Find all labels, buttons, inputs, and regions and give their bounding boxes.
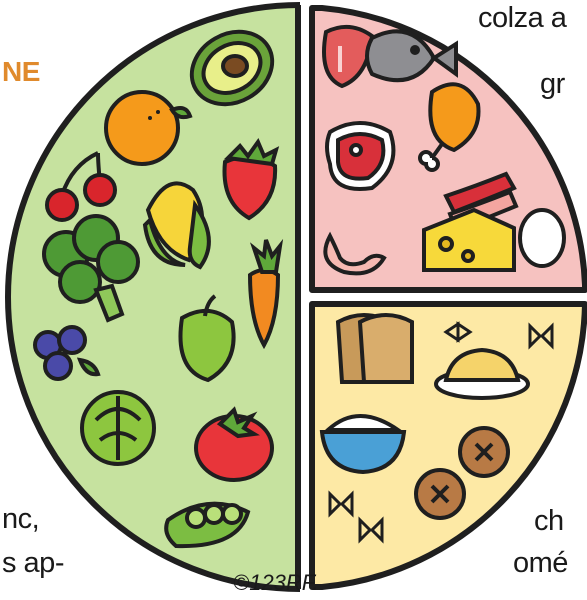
egg-icon [520,210,564,266]
text-fragment-bottom-right-1: ch [534,505,564,538]
rice-bowl-icon [322,416,404,472]
steak-icon [327,123,393,189]
orange-heading-fragment: NE [2,56,40,88]
text-fragment-top-right-2: gr [540,68,565,101]
text-fragment-bottom-left-2: s ap- [2,547,64,580]
cabbage-icon [82,392,154,464]
watermark-copyright: ©123RF. [233,570,319,596]
text-fragment-bottom-left-1: nc, [2,503,39,536]
text-fragment-bottom-right-2: omé [513,547,568,580]
text-fragment-top-right-1: colza a [478,2,566,35]
bread-icon [338,315,412,382]
